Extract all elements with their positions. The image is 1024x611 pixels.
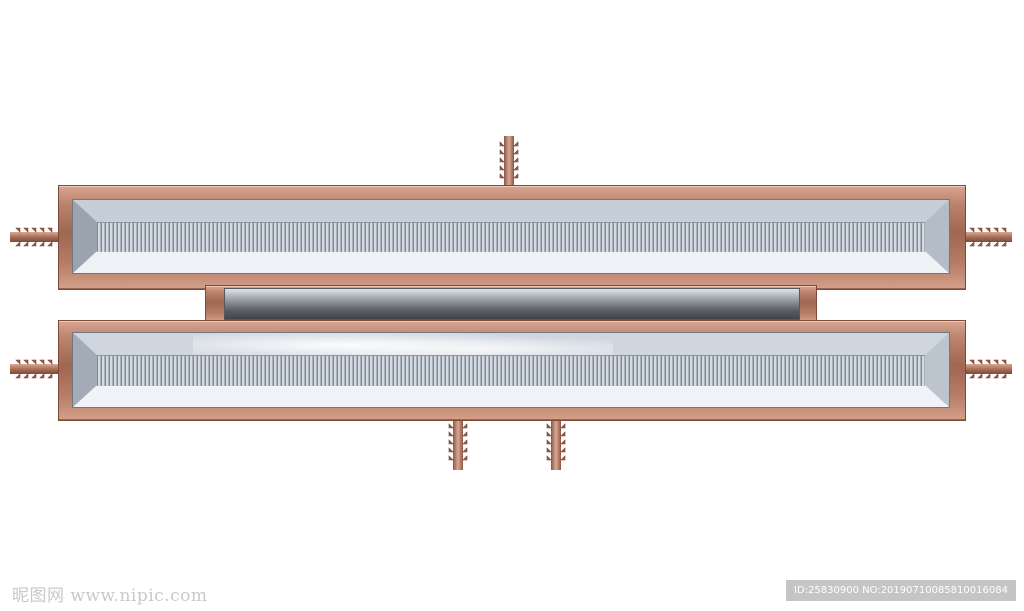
right-post-lower <box>962 359 1012 379</box>
site-watermark: 昵图网 www.nipic.com <box>12 586 208 606</box>
bottom-mirror-panel <box>72 332 950 408</box>
top-mirror-panel <box>72 199 950 274</box>
left-post-upper <box>10 227 60 247</box>
left-post-lower <box>10 359 60 379</box>
top-post <box>499 136 519 186</box>
id-watermark: ID:25830900 NO:20190710085810016084 <box>786 580 1016 601</box>
top-panel-bevel <box>73 200 949 273</box>
bottom-post-right <box>546 418 566 470</box>
bottom-post-left <box>448 418 468 470</box>
right-post-upper <box>962 227 1012 247</box>
bridge-glass <box>224 288 800 320</box>
top-panel-ribs <box>97 222 925 253</box>
bottom-panel-ribs <box>97 355 925 387</box>
